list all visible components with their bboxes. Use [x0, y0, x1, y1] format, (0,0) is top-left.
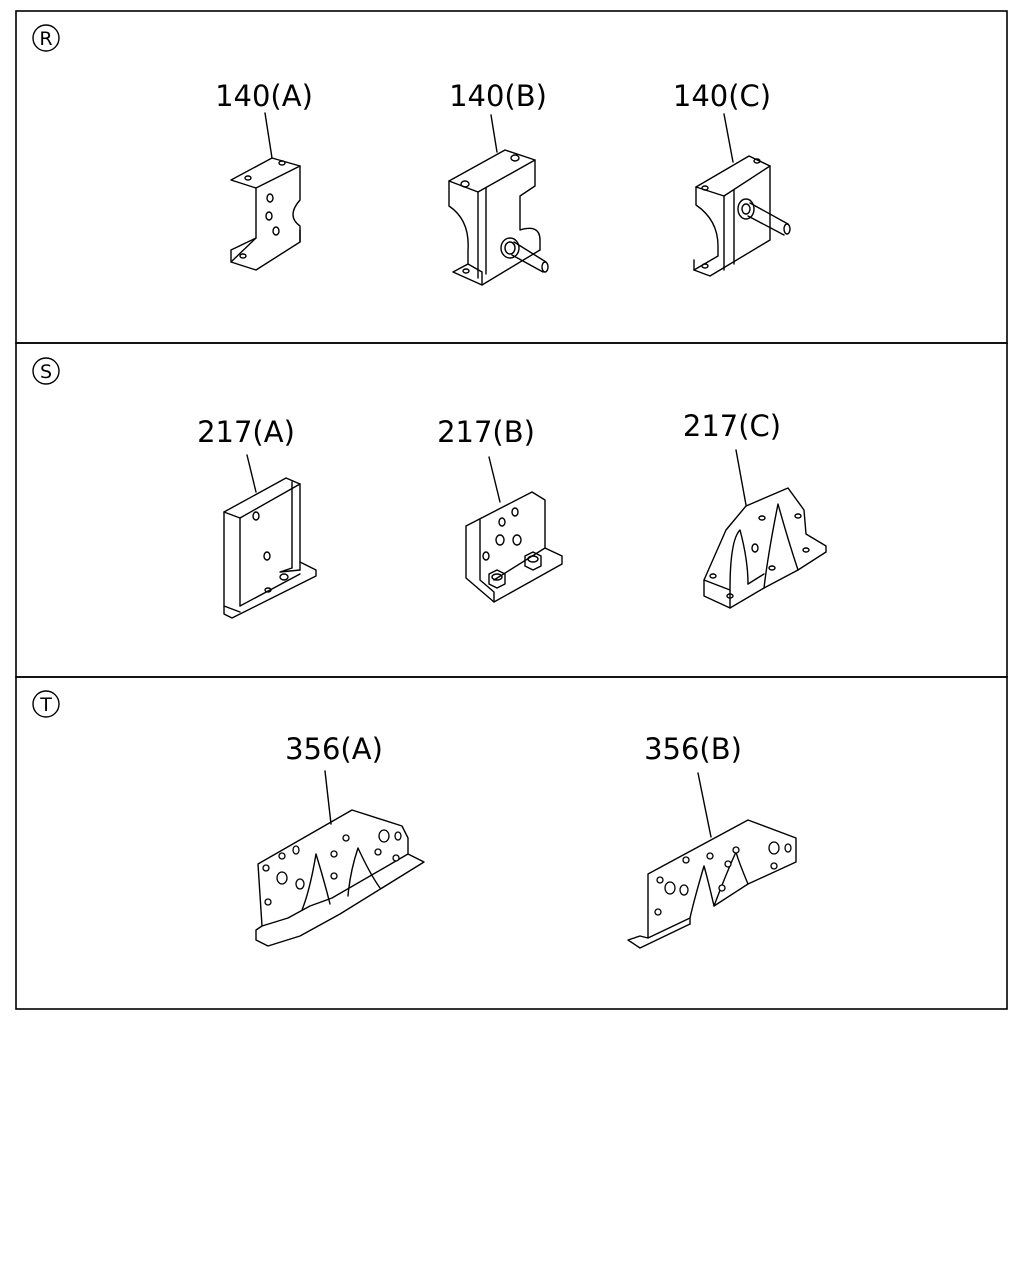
section-marker-t: T	[32, 690, 60, 718]
part-label: 217(A)	[197, 415, 295, 449]
part-217a: 217(A)	[197, 415, 317, 619]
part-140c: 140(C)	[673, 79, 791, 277]
section-marker-r: R	[32, 24, 60, 52]
part-label: 217(C)	[683, 409, 781, 443]
part-140a: 140(A)	[215, 79, 313, 271]
part-label: 356(B)	[644, 732, 742, 766]
part-356b: 356(B)	[627, 732, 797, 949]
section-marker-s: S	[32, 357, 60, 385]
panel-s	[15, 342, 1008, 678]
part-label: 140(A)	[215, 79, 313, 113]
svg-text:S: S	[40, 361, 52, 383]
part-217b: 217(B)	[437, 415, 563, 603]
part-label: 140(B)	[449, 79, 547, 113]
part-217c: 217(C)	[683, 409, 827, 609]
part-356a: 356(A)	[255, 732, 425, 947]
svg-text:T: T	[39, 694, 52, 716]
panel-t	[15, 676, 1008, 1010]
part-label: 356(A)	[285, 732, 383, 766]
panel-r	[15, 10, 1008, 344]
part-label: 217(B)	[437, 415, 535, 449]
svg-text:R: R	[39, 28, 52, 50]
part-label: 140(C)	[673, 79, 771, 113]
part-140b: 140(B)	[448, 79, 549, 286]
